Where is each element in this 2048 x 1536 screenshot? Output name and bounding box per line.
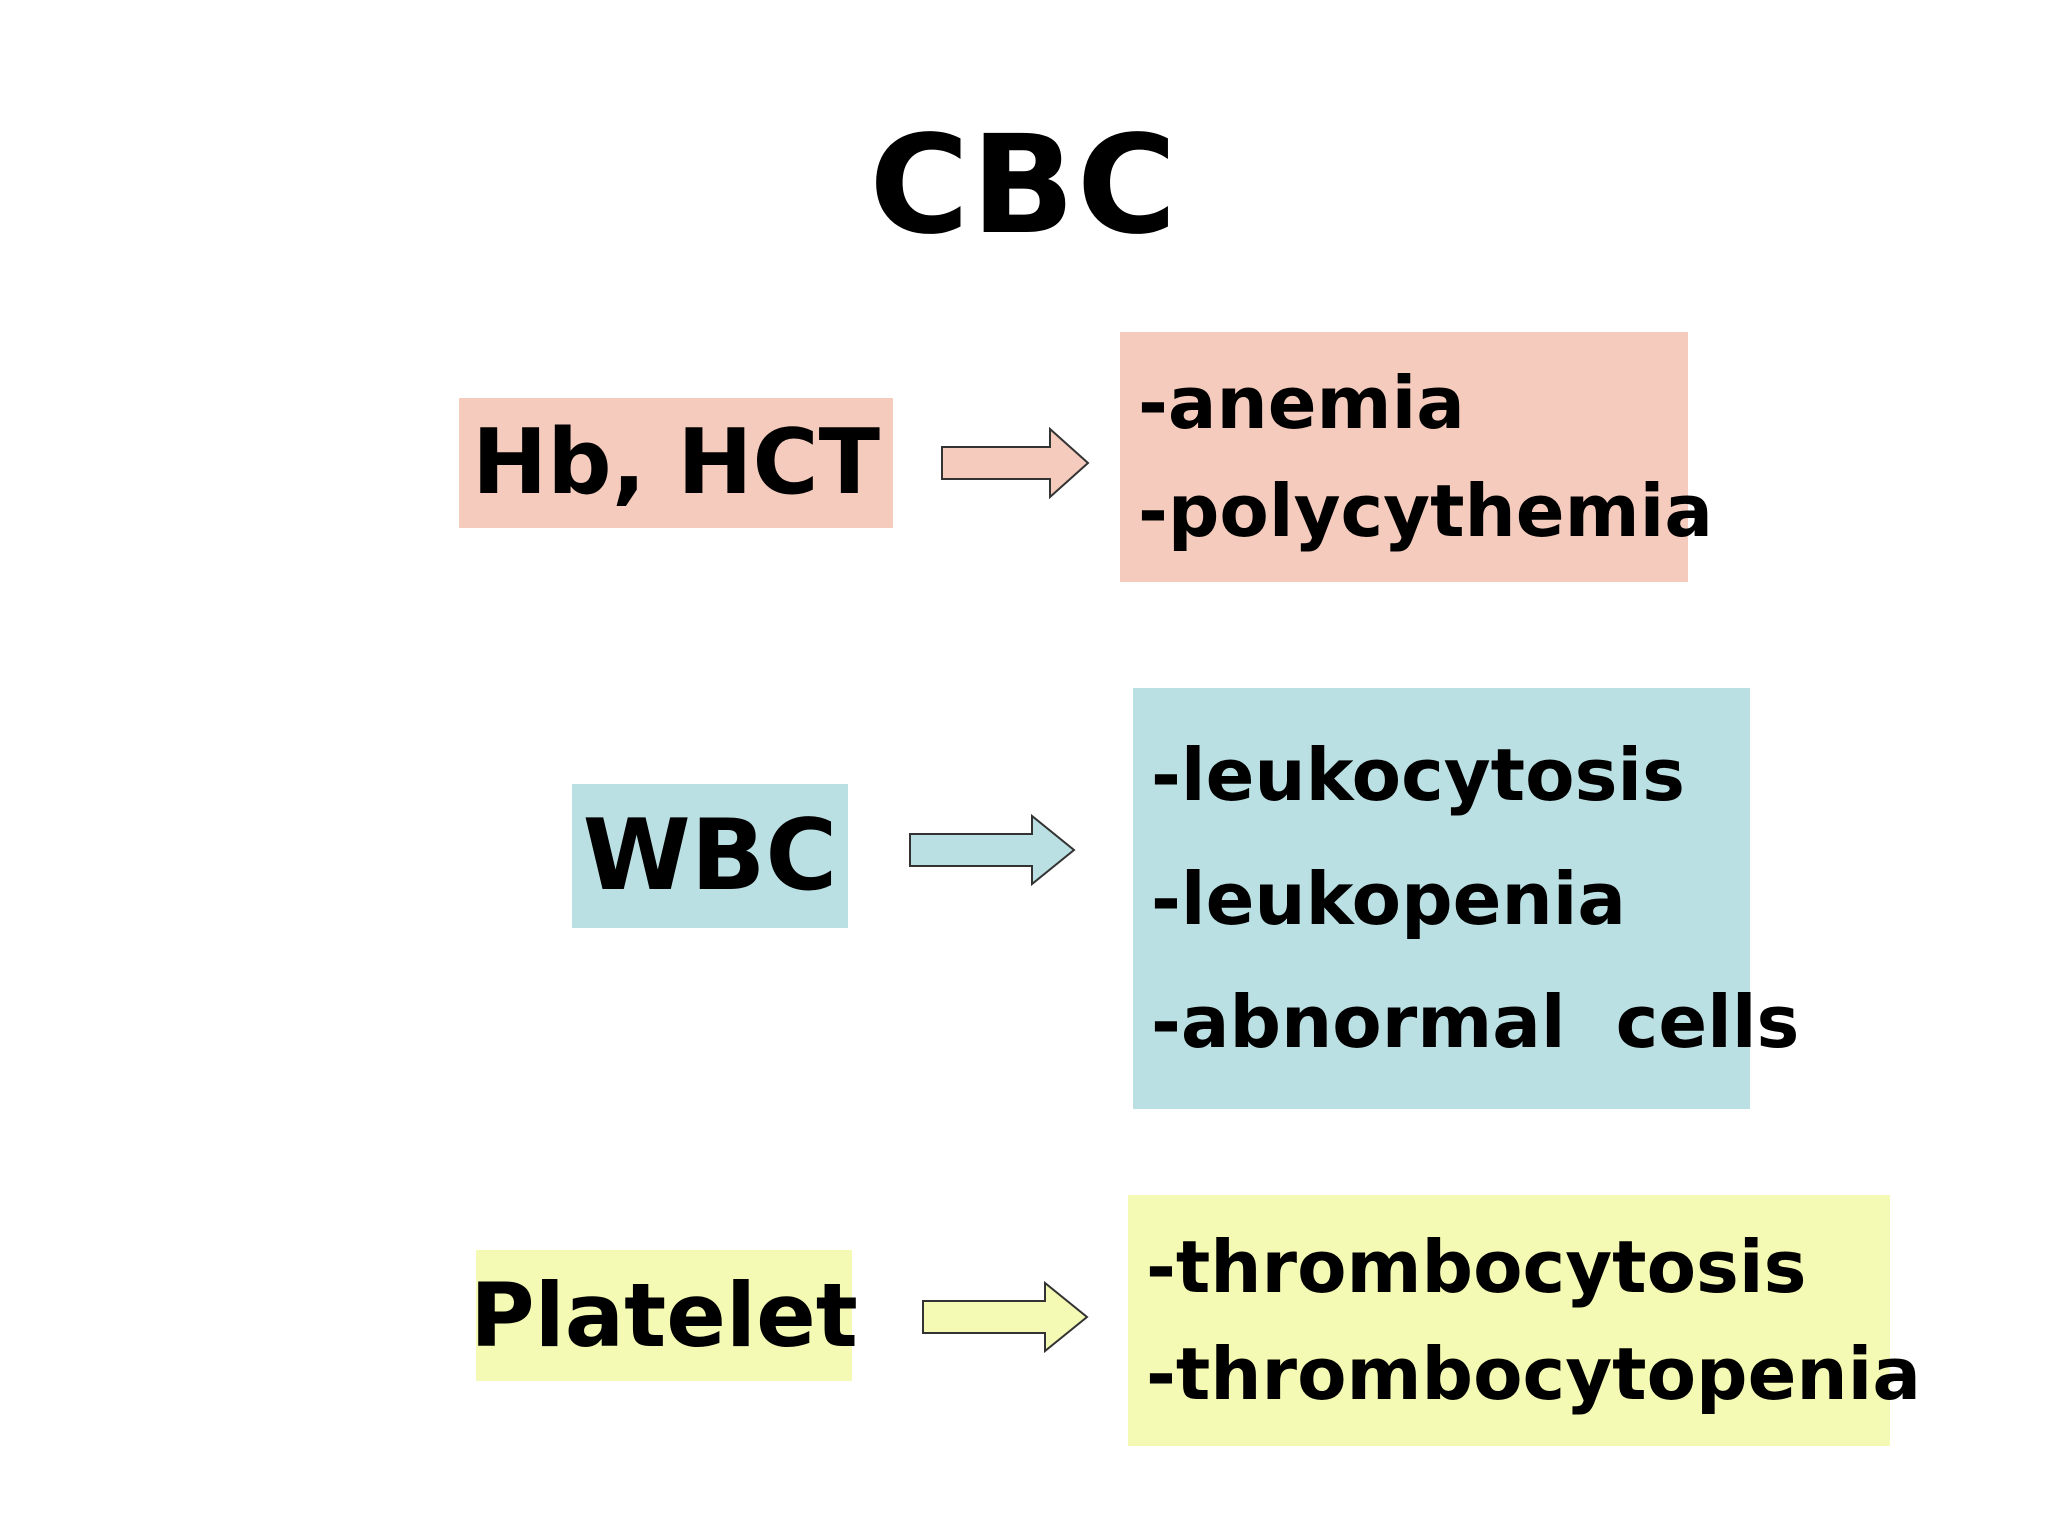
platelet-arrow-shape: [922, 1280, 1089, 1354]
platelet-box: Platelet: [470, 1250, 858, 1381]
hb-hct-findings-box: -anemia -polycythemia: [1120, 332, 1713, 582]
wbc-box: WBC: [572, 784, 848, 928]
finding-polycythemia: -polycythemia: [1138, 468, 1713, 553]
hb-hct-arrow-shape: [941, 426, 1090, 500]
finding-leukocytosis: -leukocytosis: [1151, 733, 1685, 818]
finding-thrombocytosis: -thrombocytosis: [1146, 1224, 1807, 1309]
wbc-findings-box: -leukocytosis -leukopenia -abnormal cell…: [1133, 688, 1800, 1109]
platelet-findings-box: -thrombocytosis -thrombocytopenia: [1128, 1195, 1921, 1446]
platelet-arrow: [922, 1280, 1089, 1354]
finding-anemia: -anemia: [1138, 361, 1465, 446]
wbc-arrow: [909, 813, 1076, 887]
hb-hct-box: Hb, HCT: [459, 398, 893, 528]
hb-hct-arrow: [941, 426, 1090, 500]
finding-thrombocytopenia: -thrombocytopenia: [1146, 1332, 1921, 1417]
finding-leukopenia: -leukopenia: [1151, 856, 1626, 941]
wbc-arrow-shape: [909, 813, 1076, 887]
diagram-title: CBC: [869, 107, 1179, 265]
finding-abnormal-cells: -abnormal cells: [1151, 979, 1800, 1064]
